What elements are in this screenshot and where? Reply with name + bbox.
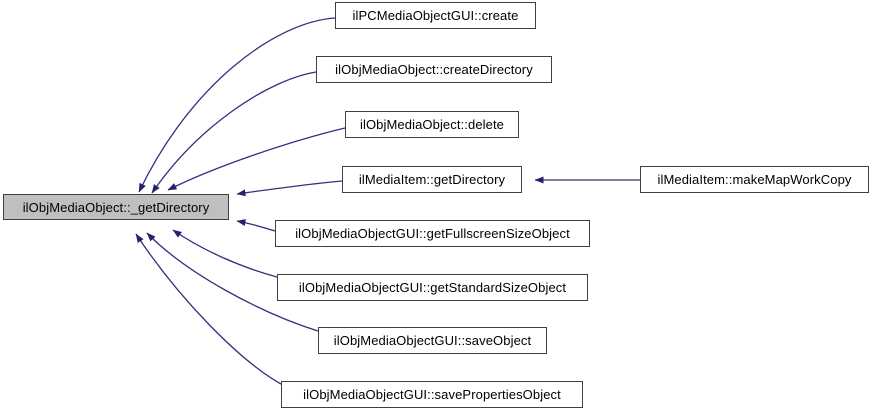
node-label: ilObjMediaObjectGUI::savePropertiesObjec… <box>303 387 561 402</box>
caller-node-getDirectory[interactable]: ilMediaItem::getDirectory <box>342 166 522 193</box>
caller-node-create[interactable]: ilPCMediaObjectGUI::create <box>335 2 536 29</box>
node-label: ilObjMediaObjectGUI::getStandardSizeObje… <box>298 280 567 295</box>
node-label: ilObjMediaObject::_getDirectory <box>22 199 210 215</box>
call-edge <box>167 127 346 191</box>
node-label: ilObjMediaObject::createDirectory <box>335 62 533 77</box>
call-edge <box>138 17 336 193</box>
call-edge <box>135 233 282 385</box>
node-label: ilObjMediaObjectGUI::saveObject <box>333 333 532 348</box>
caller-node-getFullscreenSizeObject[interactable]: ilObjMediaObjectGUI::getFullscreenSizeOb… <box>275 220 590 247</box>
caller-node-createDirectory[interactable]: ilObjMediaObject::createDirectory <box>316 56 552 83</box>
caller-node-makeMapWorkCopy[interactable]: ilMediaItem::makeMapWorkCopy <box>640 166 869 193</box>
call-edge <box>236 180 343 197</box>
caller-node-delete[interactable]: ilObjMediaObject::delete <box>345 111 519 138</box>
node-label: ilObjMediaObjectGUI::getFullscreenSizeOb… <box>295 226 570 241</box>
call-edge <box>236 219 276 232</box>
node-label: ilMediaItem::getDirectory <box>358 172 506 187</box>
node-label: ilObjMediaObject::delete <box>359 117 505 132</box>
call-edge <box>151 71 317 194</box>
caller-node-saveObject[interactable]: ilObjMediaObjectGUI::saveObject <box>318 327 547 354</box>
node-label: ilPCMediaObjectGUI::create <box>352 8 519 23</box>
caller-node-savePropertiesObject[interactable]: ilObjMediaObjectGUI::savePropertiesObjec… <box>281 381 583 408</box>
call-edge <box>172 229 278 278</box>
caller-node-getStandardSizeObject[interactable]: ilObjMediaObjectGUI::getStandardSizeObje… <box>277 274 588 301</box>
focus-node[interactable]: ilObjMediaObject::_getDirectory <box>3 194 229 220</box>
node-label: ilMediaItem::makeMapWorkCopy <box>657 172 852 187</box>
